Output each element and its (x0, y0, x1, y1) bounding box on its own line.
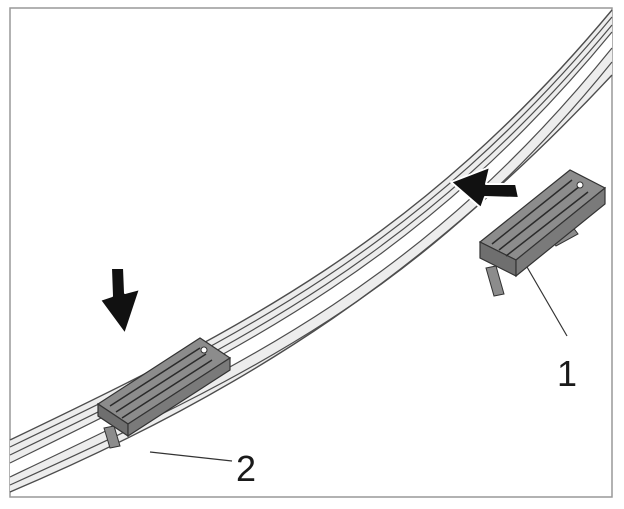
mounted-clip-slot-3 (121, 359, 213, 419)
loose-clip-side (515, 186, 606, 278)
mounted-clip-side (127, 356, 231, 438)
loose-clip-leg (485, 265, 505, 297)
loose-clip-slot-3 (505, 191, 589, 257)
left-arrow-icon (450, 166, 520, 209)
loose-clip (478, 169, 607, 297)
loose-clip-hole (576, 181, 584, 189)
down-arrow-icon (99, 267, 141, 335)
loose-clip-slot-2 (498, 185, 581, 251)
mounted-clip-slot-1 (109, 347, 201, 407)
callout-2-label: 2 (236, 448, 256, 489)
mounted-clip-leg (103, 425, 121, 449)
rail-edge-line-1 (9, 9, 613, 441)
callout-2-leader (149, 451, 233, 462)
callout-1-label: 1 (557, 353, 577, 394)
mounted-clip (96, 337, 232, 449)
mounted-clip-slot-2 (115, 353, 207, 413)
callout-1-leader (526, 266, 568, 337)
loose-clip-slot-1 (491, 179, 573, 245)
mounted-clip-hole (200, 346, 208, 354)
